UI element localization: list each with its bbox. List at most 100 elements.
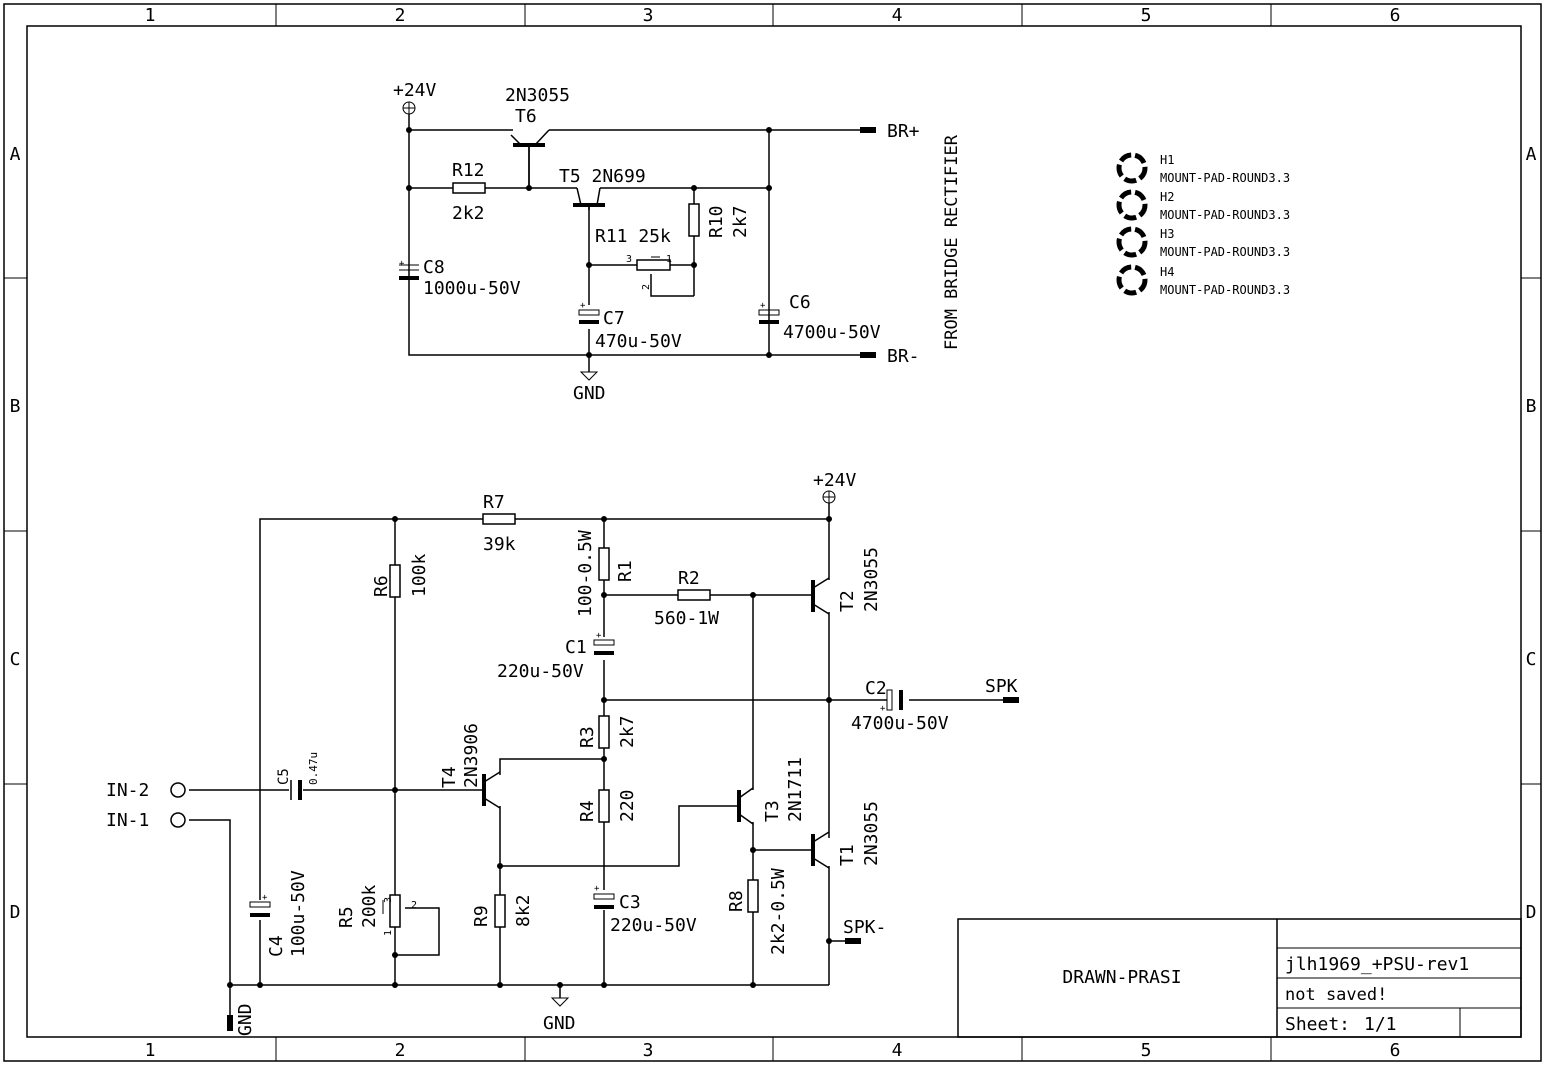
pin-number: 2 xyxy=(641,284,652,290)
c5-value: 0.47u xyxy=(307,752,320,785)
gnd-left-label: GND xyxy=(235,1003,256,1036)
row-label: B xyxy=(10,396,21,417)
mount-ref: H2 xyxy=(1160,190,1174,204)
r12-ref: R12 xyxy=(452,160,485,181)
r6-resistor xyxy=(389,564,401,598)
title-block: DRAWN-PRASI jlh1969_+PSU-rev1 not saved!… xyxy=(957,918,1522,1038)
r9-resistor xyxy=(494,894,506,928)
br-minus-label: BR- xyxy=(887,346,920,367)
r4-resistor xyxy=(598,789,610,823)
c6-ref: C6 xyxy=(789,292,811,313)
t6-ref: T6 xyxy=(515,106,537,127)
title-sheet-value: 1/1 xyxy=(1364,1014,1397,1035)
mount-value: MOUNT-PAD-ROUND3.3 xyxy=(1160,245,1290,259)
column-label: 4 xyxy=(892,1040,903,1061)
c6-value: 4700u-50V xyxy=(783,322,881,343)
pin-number: 3 xyxy=(383,897,394,903)
c3-value: 220u-50V xyxy=(610,915,697,936)
title-file-name: jlh1969_+PSU-rev1 xyxy=(1285,954,1469,975)
r9-ref: R9 xyxy=(471,905,492,927)
title-status: not saved! xyxy=(1285,985,1387,1005)
power-label-24v: +24V xyxy=(393,80,437,101)
r5-potentiometer xyxy=(389,894,401,928)
t4-value: 2N3906 xyxy=(461,723,482,788)
column-label: 1 xyxy=(145,1040,156,1061)
c8-ref: C8 xyxy=(423,257,445,278)
t6-value: 2N3055 xyxy=(505,85,570,106)
svg-text:+: + xyxy=(262,893,268,903)
pin-number: 1 xyxy=(383,930,394,936)
spk-minus-label: SPK- xyxy=(843,917,886,938)
c4-ref: C4 xyxy=(266,935,287,957)
c5-ref: C5 xyxy=(276,768,292,785)
r7-resistor xyxy=(482,513,516,525)
c7-ref: C7 xyxy=(603,308,625,329)
row-label: C xyxy=(1526,649,1537,670)
c2-ref: C2 xyxy=(865,678,887,699)
r7-ref: R7 xyxy=(483,492,505,513)
r3-ref: R3 xyxy=(577,726,598,748)
mount-ref: H1 xyxy=(1160,153,1174,167)
t3-value: 2N1711 xyxy=(785,757,806,822)
r1-ref: R1 xyxy=(615,560,636,582)
mounting-holes: H1 MOUNT-PAD-ROUND3.3 H2 MOUNT-PAD-ROUND… xyxy=(1116,152,1290,297)
r10-value: 2k7 xyxy=(730,205,751,238)
r3-resistor xyxy=(598,715,610,749)
r4-value: 220 xyxy=(617,789,638,822)
r7-value: 39k xyxy=(483,534,516,555)
r1-value: 100-0.5W xyxy=(575,530,596,617)
t1-ref: T1 xyxy=(837,844,858,866)
r12-resistor xyxy=(452,182,486,194)
mount-value: MOUNT-PAD-ROUND3.3 xyxy=(1160,171,1290,185)
mount-value: MOUNT-PAD-ROUND3.3 xyxy=(1160,283,1290,297)
psu-section: +24V 2N3055 T6 xyxy=(393,80,962,404)
r9-value: 8k2 xyxy=(513,894,534,927)
r2-value: 560-1W xyxy=(654,608,719,629)
c1-value: 220u-50V xyxy=(497,661,584,682)
column-label: 2 xyxy=(395,5,406,26)
r8-resistor xyxy=(747,879,759,913)
c7-value: 470u-50V xyxy=(595,331,682,352)
r11-potentiometer xyxy=(636,259,671,271)
row-label: D xyxy=(1526,902,1537,923)
r8-ref: R8 xyxy=(726,890,747,912)
row-label: A xyxy=(10,144,21,165)
mount-ref: H4 xyxy=(1160,265,1174,279)
column-label: 6 xyxy=(1390,5,1401,26)
column-label: 5 xyxy=(1141,5,1152,26)
in1-label: IN-1 xyxy=(106,810,149,831)
r3-value: 2k7 xyxy=(617,715,638,748)
r10-ref: R10 xyxy=(706,205,727,238)
row-label: D xyxy=(10,902,21,923)
mount-ref: H3 xyxy=(1160,227,1174,241)
column-label: 3 xyxy=(643,5,654,26)
pin-number: 2 xyxy=(411,900,417,911)
svg-text:+: + xyxy=(760,301,766,311)
from-rectifier-label: FROM BRIDGE RECTIFIER xyxy=(942,134,962,350)
r2-resistor xyxy=(677,589,711,601)
br-plus-label: BR+ xyxy=(887,121,920,142)
r10-resistor xyxy=(688,203,700,237)
svg-text:+: + xyxy=(399,259,405,269)
row-label: C xyxy=(10,649,21,670)
c2-value: 4700u-50V xyxy=(851,713,949,734)
column-label: 4 xyxy=(892,5,903,26)
r11-label: R11 25k xyxy=(595,226,671,247)
title-drawn-by: DRAWN-PRASI xyxy=(1062,967,1181,988)
t3-ref: T3 xyxy=(762,800,783,822)
t5-label: T5 2N699 xyxy=(559,166,646,187)
t2-value: 2N3055 xyxy=(861,547,882,612)
title-sheet-label: Sheet: xyxy=(1285,1014,1350,1035)
row-label: B xyxy=(1526,396,1537,417)
r6-ref: R6 xyxy=(371,575,392,597)
r5-value: 200k xyxy=(359,884,380,928)
t1-value: 2N3055 xyxy=(861,801,882,866)
row-label: A xyxy=(1526,144,1537,165)
t2-ref: T2 xyxy=(837,590,858,612)
t4-ref: T4 xyxy=(439,766,460,788)
pin-number: 3 xyxy=(626,254,632,265)
power-label-24v: +24V xyxy=(813,470,857,491)
r4-ref: R4 xyxy=(577,800,598,822)
spk-label: SPK xyxy=(985,676,1018,697)
